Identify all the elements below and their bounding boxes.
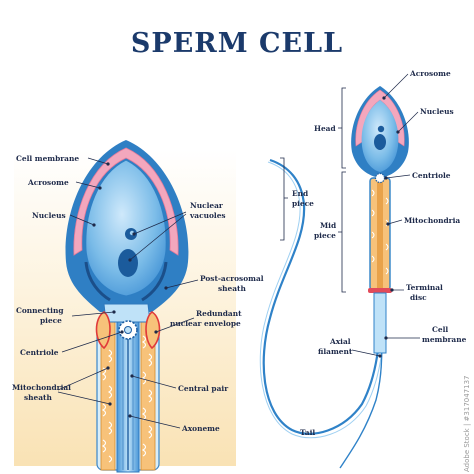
label-terminal-disc-2: disc [410,293,427,302]
label-nucleus-right: Nucleus [420,107,454,116]
label-acrosome-right: Acrosome [409,69,451,78]
label-tail: Tail [300,428,315,437]
label-mid-piece-2: piece [314,231,336,240]
label-post-acrosomal-sheath-2: sheath [218,284,246,293]
label-nuclear-vacuoles: Nuclear [190,201,223,210]
nuclear-vacuole-large [118,249,138,277]
label-end-piece-2: piece [292,199,314,208]
acrosome-left [73,147,179,256]
centriole-right [374,172,386,184]
label-cell-membrane-right: Cell [432,325,448,334]
label-post-acrosomal-sheath: Post-acrosomal [200,274,264,283]
label-connecting-piece-2: piece [40,316,62,325]
label-centriole-right: Centriole [412,171,451,180]
label-cell-membrane-right-2: membrane [422,335,467,344]
label-end-piece: End [292,189,308,198]
mid-piece-bracket [338,171,346,293]
tail-wave [262,158,382,435]
label-terminal-disc: Terminal [406,283,443,292]
principal-piece [373,292,387,354]
label-acrosome-left: Acrosome [27,178,69,187]
end-piece-bracket [280,157,288,241]
whole-sperm-view: Acrosome Nucleus Head Centriole End piec… [259,69,467,469]
nucleus-left [85,159,167,297]
label-redundant-nuclear-envelope-2: nuclear envelope [170,319,241,328]
label-axial-filament: Axial [329,337,351,346]
label-nucleus-left: Nucleus [32,211,66,220]
label-axial-filament-2: filament [318,347,353,356]
page-title: SPERM CELL [131,28,343,59]
stock-watermark: Adobe Stock | #317047137 [463,376,471,473]
head-bracket [338,87,346,169]
label-mitochondrial-sheath: Mitochondrial [12,383,71,392]
label-axoneme: Axoneme [181,424,220,433]
label-nuclear-vacuoles-2: vacuoles [189,211,226,220]
terminal-disc [368,288,392,293]
label-cell-membrane-left: Cell membrane [16,154,79,163]
label-central-pair: Central pair [178,384,228,393]
label-mitochondrial-sheath-2: sheath [24,393,52,402]
label-redundant-nuclear-envelope: Redundant [196,309,242,318]
label-head: Head [314,124,336,133]
label-mid-piece: Mid [320,221,336,230]
label-centriole-left: Centriole [20,348,59,357]
label-connecting-piece: Connecting [16,306,64,315]
label-mitochondria: Mitochondria [404,216,460,225]
connecting-piece [103,303,151,323]
detailed-sperm-view: Cell membrane Acrosome Nucleus Nuclear v… [12,140,264,473]
redundant-nuclear-envelope-left [95,311,111,350]
redundant-nuclear-envelope-right [145,311,161,350]
